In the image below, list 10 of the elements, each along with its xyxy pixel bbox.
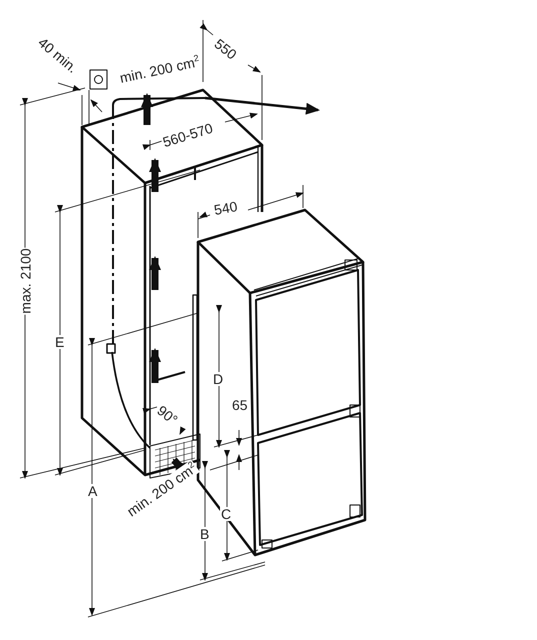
- dimension-label: D: [212, 372, 224, 386]
- dimension-label: E: [54, 335, 66, 349]
- dimension-label: C: [220, 507, 232, 521]
- dimension-label: B: [199, 527, 210, 541]
- dimension-label: 560-570: [160, 120, 216, 150]
- dimension-label: A: [87, 484, 98, 498]
- dimension-label: max. 2100: [18, 247, 33, 315]
- ventilation-label: min. 200 cm$^{2}$: [117, 54, 202, 86]
- dimension-label: 540: [212, 198, 240, 218]
- dimension-label: 65: [231, 398, 249, 412]
